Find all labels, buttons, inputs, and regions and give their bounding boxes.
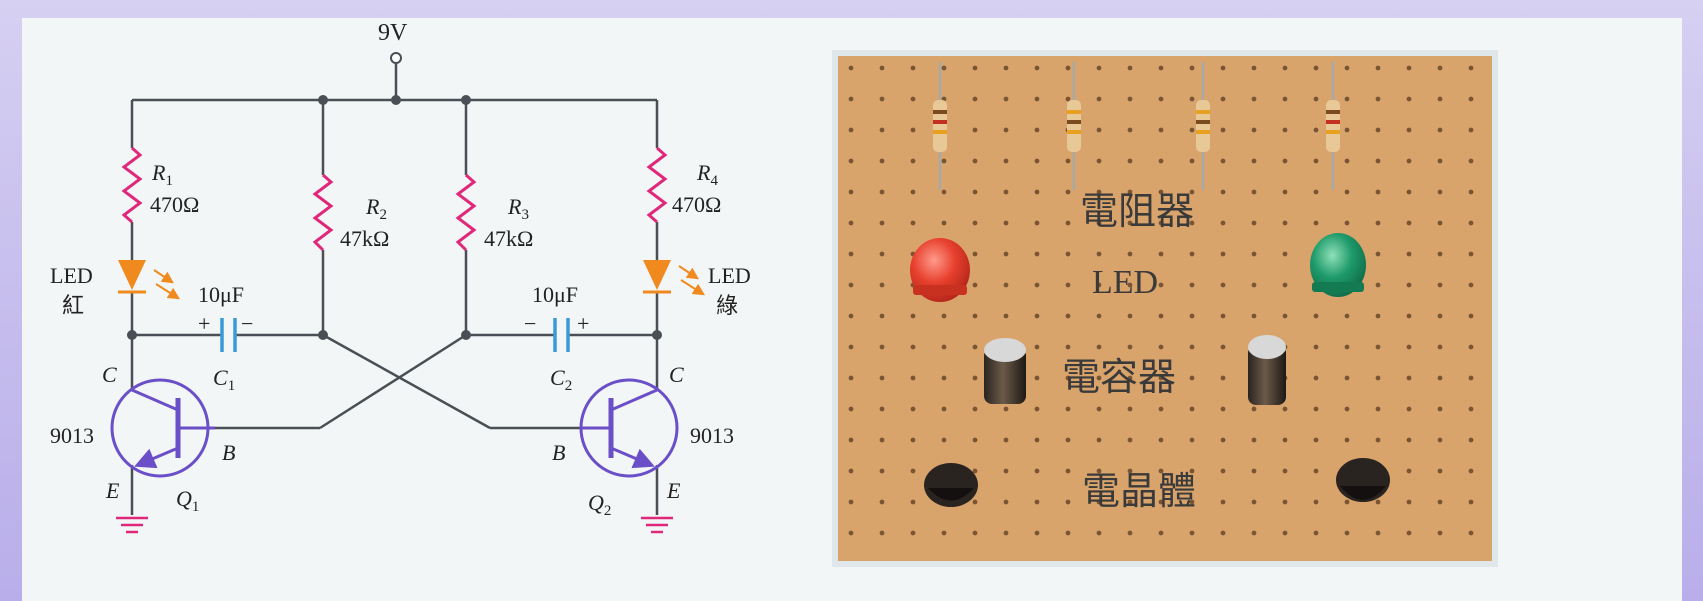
photo-led-green	[1310, 233, 1366, 297]
capacitor-c1	[220, 318, 237, 352]
q1-collector: C	[102, 362, 117, 387]
photo-label-led: LED	[1092, 264, 1158, 301]
c2-name: C2	[550, 365, 572, 394]
junction-dots	[127, 95, 662, 340]
photo-label-capacitor: 電容器	[1062, 355, 1176, 399]
q1-base: B	[222, 440, 235, 465]
photo-led-red	[910, 238, 970, 302]
c1-plus: +	[198, 311, 210, 336]
led-right	[643, 260, 706, 296]
r4-name: R4	[696, 160, 718, 189]
led-left	[118, 260, 181, 300]
photo-resistor	[1196, 62, 1210, 190]
c1-value: 10μF	[198, 282, 244, 307]
led-left-label: LED	[50, 263, 93, 288]
r1-value: 470Ω	[150, 192, 199, 217]
photo-resistor	[1326, 62, 1340, 190]
resistor-r1	[121, 146, 143, 224]
photo-resistor	[1067, 62, 1081, 190]
r2-value: 47kΩ	[340, 226, 389, 251]
r1-name: R1	[151, 160, 173, 189]
photo-label-transistor: 電晶體	[1082, 469, 1196, 513]
photo-transistor	[1336, 458, 1390, 502]
q1-emitter: E	[105, 478, 120, 503]
led-right-color: 綠	[716, 293, 738, 318]
resistor-r2	[312, 173, 334, 252]
q2-emitter: E	[666, 478, 681, 503]
q2-name: Q2	[588, 490, 611, 519]
q1-name: Q1	[176, 486, 199, 515]
ground-right	[641, 516, 673, 534]
r3-name: R3	[507, 194, 529, 223]
photo-resistors	[933, 62, 1340, 190]
r2-name: R2	[365, 194, 387, 223]
c2-plus: +	[577, 311, 589, 336]
photo-label-resistor: 電阻器	[1080, 189, 1194, 233]
supply-terminal	[390, 52, 402, 64]
c2-minus: −	[524, 311, 536, 336]
resistor-r3	[455, 173, 477, 252]
q2-base: B	[552, 440, 565, 465]
q2-part: 9013	[690, 423, 734, 448]
transistor-q2	[579, 378, 679, 478]
capacitor-c2	[553, 318, 570, 352]
q2-collector: C	[669, 362, 684, 387]
supply-label: 9V	[378, 20, 408, 46]
photo-capacitor	[1248, 335, 1286, 405]
transistor-q1	[110, 378, 215, 478]
q1-part: 9013	[50, 423, 94, 448]
ground-left	[116, 516, 148, 534]
led-left-color: 紅	[62, 293, 84, 318]
c1-name: C1	[213, 365, 235, 394]
c2-value: 10μF	[532, 282, 578, 307]
photo-capacitor	[984, 338, 1026, 404]
c1-minus: −	[241, 311, 253, 336]
r4-value: 470Ω	[672, 192, 721, 217]
resistor-r4	[646, 146, 668, 224]
photo-resistor	[933, 62, 947, 190]
led-right-label: LED	[708, 263, 751, 288]
photo-transistor	[924, 463, 978, 507]
r3-value: 47kΩ	[484, 226, 533, 251]
astable-multivibrator-schematic: 9V R1 470Ω R2 47kΩ R3 47kΩ R4 470Ω LED	[50, 20, 751, 534]
